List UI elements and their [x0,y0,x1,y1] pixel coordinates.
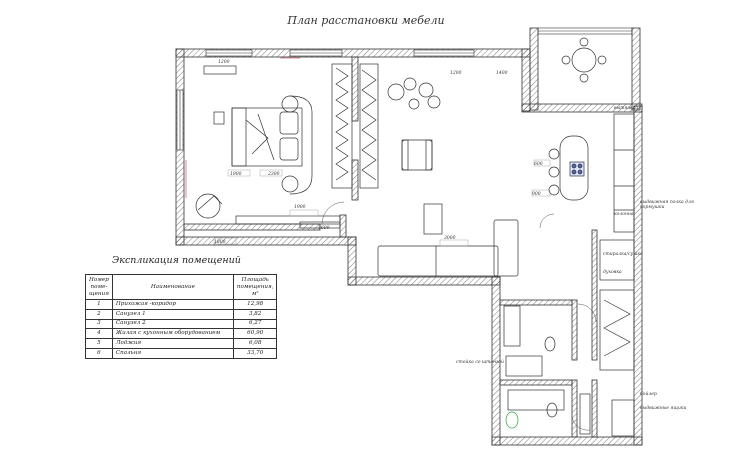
legend-number: 4 [85,328,113,340]
legend-row: 1 Прихожая -коридор 12,98 [85,299,278,310]
legend-name: Прихожая -коридор [111,299,234,310]
dim-label: 1200 [218,60,230,65]
dim-label: 1200 [450,71,462,76]
note-pull-out-drawers: выдвижные ящики [640,406,687,411]
legend-row: 4 Жилая с кухонным оборудованием 60,90 [85,328,278,340]
dim-label: 900 [532,192,541,197]
living-furniture [299,63,519,277]
legend-row: 5 Лоджия 6,08 [85,338,278,349]
note-washer: стиралка/сушка [603,252,643,257]
legend-number: 5 [85,338,113,349]
legend-area: 3,82 [232,308,278,320]
legend-name: Спальня [111,347,234,359]
legend-name: Санузел 2 [111,318,234,330]
plan-title: План расстановки мебели [287,14,445,27]
note-hood: вытяжка [614,106,639,111]
accent-marks [185,57,300,198]
legend-header-number: Номер поме-щения [85,274,113,300]
legend-number: 1 [85,299,113,310]
note-pull-out-corner: выдвижная полка для кормушки [640,200,694,210]
note-utility: стойка со штангой [456,360,504,365]
legend-name: Санузел 1 [111,308,234,320]
legend-title: Экспликация помещений [112,255,241,266]
dim-label: 1800 [214,240,226,245]
room-legend-table: Номер поме-щения Наименование Площадь по… [85,274,278,359]
legend-name: Жилая с кухонным оборудованием [111,328,234,340]
balcony-table [561,37,607,83]
bathrooms [503,305,591,435]
legend-name: Лоджия [111,338,234,349]
legend-area: 12,98 [232,299,278,310]
exterior-walls [175,27,643,446]
legend-area: 33,70 [232,347,278,359]
legend-header-name: Наименование [111,274,234,300]
dim-label: 3000 [444,236,456,241]
legend-number: 3 [85,318,113,330]
note-oven: духовка [603,270,622,275]
dim-label: 600 [534,162,543,167]
legend-number: 6 [85,347,113,359]
balcony [537,27,633,35]
dim-label: 2300 [268,172,280,177]
legend-area: 60,90 [232,328,278,340]
windows [176,49,475,151]
doors [321,201,597,431]
legend-row: 2 Санузел 1 3,82 [85,308,278,320]
legend-row: 6 Спальня 33,70 [85,347,278,359]
legend-header-area: Площадь помещения, м² [232,274,278,300]
legend-area: 6,08 [232,338,278,349]
dim-label: 3600 [318,226,330,231]
note-boiler: бойлер [640,392,657,397]
legend-area: 6,27 [232,318,278,330]
dim-label: 1900 [230,172,242,177]
dim-label: 1400 [496,71,508,76]
bedroom-furniture [195,63,353,225]
legend-header: Номер поме-щения Наименование Площадь по… [85,274,278,300]
legend-number: 2 [85,308,113,320]
kitchen [548,113,635,437]
dim-label: 1900 [294,205,306,210]
dimension-tags [213,159,551,247]
legend-row: 3 Санузел 2 6,27 [85,318,278,330]
note-tall-column: колонна [614,212,634,217]
